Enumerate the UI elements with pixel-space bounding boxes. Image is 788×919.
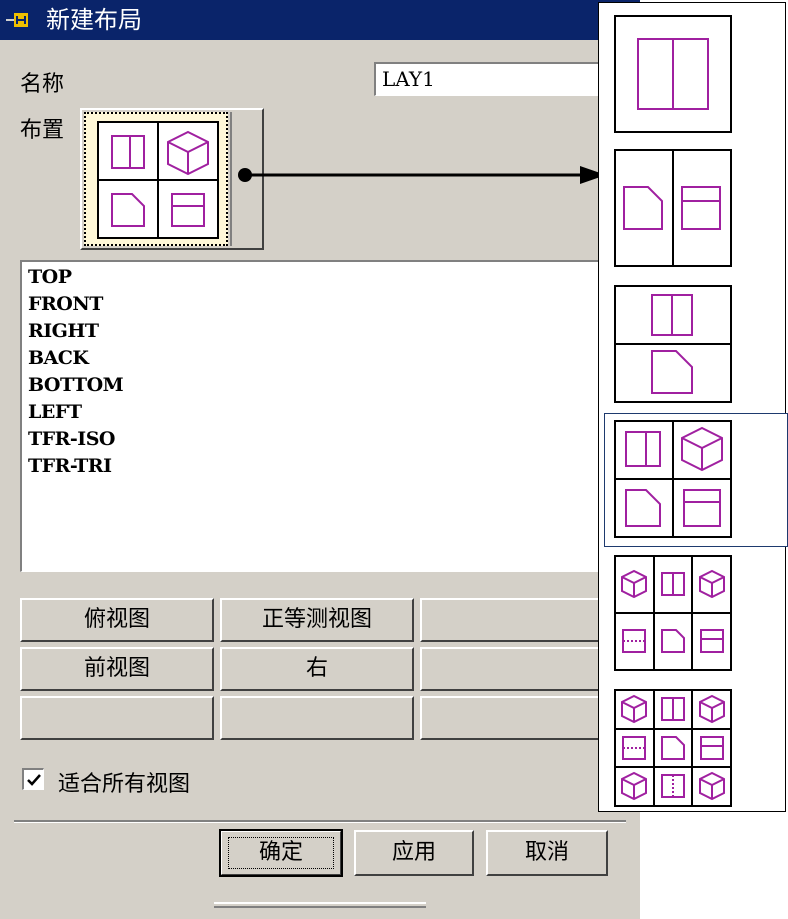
layout-option-four-2x2[interactable] xyxy=(604,413,788,547)
list-item[interactable]: BOTTOM xyxy=(28,374,124,396)
layout-options-palette xyxy=(598,2,788,812)
layout-option-six-3x2[interactable] xyxy=(614,555,732,675)
arrangement-label: 布置 xyxy=(20,118,65,143)
list-item[interactable]: TOP xyxy=(28,266,72,288)
four-view-layout-icon xyxy=(614,420,732,538)
four-view-layout-icon xyxy=(97,121,219,239)
single-view-layout-icon xyxy=(614,15,732,133)
divider xyxy=(14,820,626,823)
fit-all-views-label: 适合所有视图 xyxy=(58,772,191,797)
name-input[interactable]: LAY1 xyxy=(374,62,634,96)
list-item[interactable]: TFR-TRI xyxy=(28,455,112,477)
new-layout-dialog: 新建布局 名称 LAY1 布置 TOP FRONT RIGHT BACK BOT… xyxy=(0,0,640,919)
layout-option-single[interactable] xyxy=(614,15,732,137)
view-slot-button[interactable] xyxy=(20,696,214,740)
focus-ring xyxy=(228,837,334,869)
view-slot-button[interactable] xyxy=(420,598,614,642)
selected-arrangement-preview xyxy=(84,112,228,246)
callout-arrow xyxy=(238,166,606,184)
title-bar: 新建布局 xyxy=(0,0,640,40)
apply-button[interactable]: 应用 xyxy=(354,830,474,876)
fit-all-views-checkbox[interactable] xyxy=(22,768,44,790)
layout-option-two-vertical[interactable] xyxy=(614,285,732,407)
two-view-horizontal-layout-icon xyxy=(614,149,732,267)
name-label: 名称 xyxy=(20,72,65,97)
ok-button-label: 确定 xyxy=(258,840,303,865)
view-slot-button[interactable] xyxy=(420,647,614,691)
list-item[interactable]: BACK xyxy=(28,347,89,369)
layout-app-icon xyxy=(6,13,28,27)
checkmark-icon xyxy=(27,774,41,786)
view-slot-button[interactable] xyxy=(420,696,614,740)
ok-button[interactable]: 确定 xyxy=(219,829,343,877)
view-slot-button[interactable]: 正等测视图 xyxy=(220,598,414,642)
layout-option-nine-3x3[interactable] xyxy=(614,689,732,811)
view-slot-button[interactable]: 前视图 xyxy=(20,647,214,691)
layout-option-two-horizontal[interactable] xyxy=(614,149,732,271)
view-list[interactable]: TOP FRONT RIGHT BACK BOTTOM LEFT TFR-ISO… xyxy=(20,260,630,572)
view-slot-button[interactable] xyxy=(220,696,414,740)
cancel-button[interactable]: 取消 xyxy=(486,830,608,876)
dropdown-separator xyxy=(230,112,232,246)
list-item[interactable]: FRONT xyxy=(28,293,103,315)
view-slot-button[interactable]: 俯视图 xyxy=(20,598,214,642)
list-item[interactable]: RIGHT xyxy=(28,320,99,342)
list-item[interactable]: TFR-ISO xyxy=(28,428,115,450)
two-view-vertical-layout-icon xyxy=(614,285,732,403)
list-item[interactable]: LEFT xyxy=(28,401,82,423)
six-view-layout-icon xyxy=(614,555,732,671)
dialog-title: 新建布局 xyxy=(46,6,142,34)
resize-grip[interactable] xyxy=(214,902,426,908)
view-slot-button[interactable]: 右 xyxy=(220,647,414,691)
arrangement-dropdown-button[interactable] xyxy=(80,108,264,250)
nine-view-layout-icon xyxy=(614,689,732,807)
